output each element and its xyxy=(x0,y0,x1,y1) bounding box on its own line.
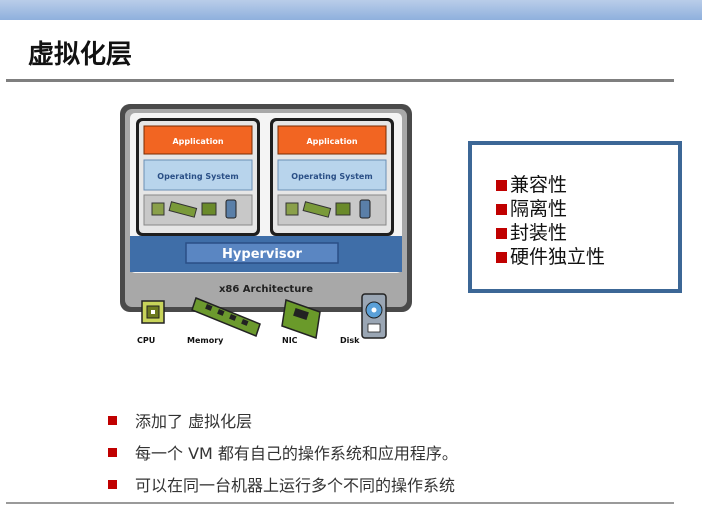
vm-right-nic-icon xyxy=(335,202,351,216)
bullet-item: 可以在同一台机器上运行多个不同的操作系统 xyxy=(108,468,458,500)
feature-item: 硬件独立性 xyxy=(496,245,605,269)
vm-left-memory-icon xyxy=(168,201,198,218)
bullet-list: 添加了 虚拟化层 每一个 VM 都有自己的操作系统和应用程序。 可以在同一台机器… xyxy=(108,404,458,500)
red-square-icon xyxy=(496,227,507,239)
vm-right-os xyxy=(277,159,387,191)
vm-right-disk-icon xyxy=(359,199,371,219)
vm-right-memory-icon xyxy=(302,201,332,218)
feature-item: 兼容性 xyxy=(496,173,605,197)
feature-list: 兼容性 隔离性 封装性 硬件独立性 xyxy=(496,173,605,269)
bullet-item: 每一个 VM 都有自己的操作系统和应用程序。 xyxy=(108,436,458,468)
memory-icon xyxy=(191,297,261,337)
vm-right-application xyxy=(277,125,387,155)
bullet-square-icon xyxy=(108,447,117,457)
vm-right-app-label: Application xyxy=(306,137,357,146)
red-square-icon xyxy=(496,251,507,263)
vm-right: Application Operating System xyxy=(270,118,394,236)
disk-icon xyxy=(361,293,387,339)
vm-left-cpu-icon xyxy=(151,202,165,216)
vm-left-os xyxy=(143,159,253,191)
vm-left-application xyxy=(143,125,253,155)
device-label-memory: Memory xyxy=(187,336,224,345)
vm-left: Application Operating System xyxy=(136,118,260,236)
red-square-icon xyxy=(496,203,507,215)
hypervisor-label: Hypervisor xyxy=(222,247,302,262)
bottom-divider xyxy=(6,502,674,504)
nic-icon xyxy=(281,298,321,340)
bullet-square-icon xyxy=(108,479,117,489)
hardware-label: x86 Architecture xyxy=(219,284,313,295)
cpu-icon xyxy=(141,300,165,324)
device-label-nic: NIC xyxy=(282,336,298,345)
red-square-icon xyxy=(496,179,507,191)
device-label-disk: Disk xyxy=(340,336,360,345)
bullet-item: 添加了 虚拟化层 xyxy=(108,404,458,436)
top-banner xyxy=(0,0,702,20)
vm-left-disk-icon xyxy=(225,199,237,219)
vm-right-cpu-icon xyxy=(285,202,299,216)
hypervisor-box xyxy=(185,242,339,264)
diagram-graphic: Hypervisor x86 Architecture Application … xyxy=(120,104,412,340)
title-divider xyxy=(6,79,674,82)
vm-left-nic-icon xyxy=(201,202,217,216)
feature-item: 隔离性 xyxy=(496,197,605,221)
vm-left-os-label: Operating System xyxy=(157,172,238,181)
bullet-square-icon xyxy=(108,415,117,425)
device-label-cpu: CPU xyxy=(137,336,156,345)
page-title: 虚拟化层 xyxy=(28,40,133,70)
vm-right-os-label: Operating System xyxy=(291,172,372,181)
virtualization-diagram: Hypervisor x86 Architecture Application … xyxy=(110,98,420,356)
vm-left-app-label: Application xyxy=(172,137,223,146)
feature-item: 封装性 xyxy=(496,221,605,245)
features-box: 兼容性 隔离性 封装性 硬件独立性 xyxy=(468,141,682,293)
